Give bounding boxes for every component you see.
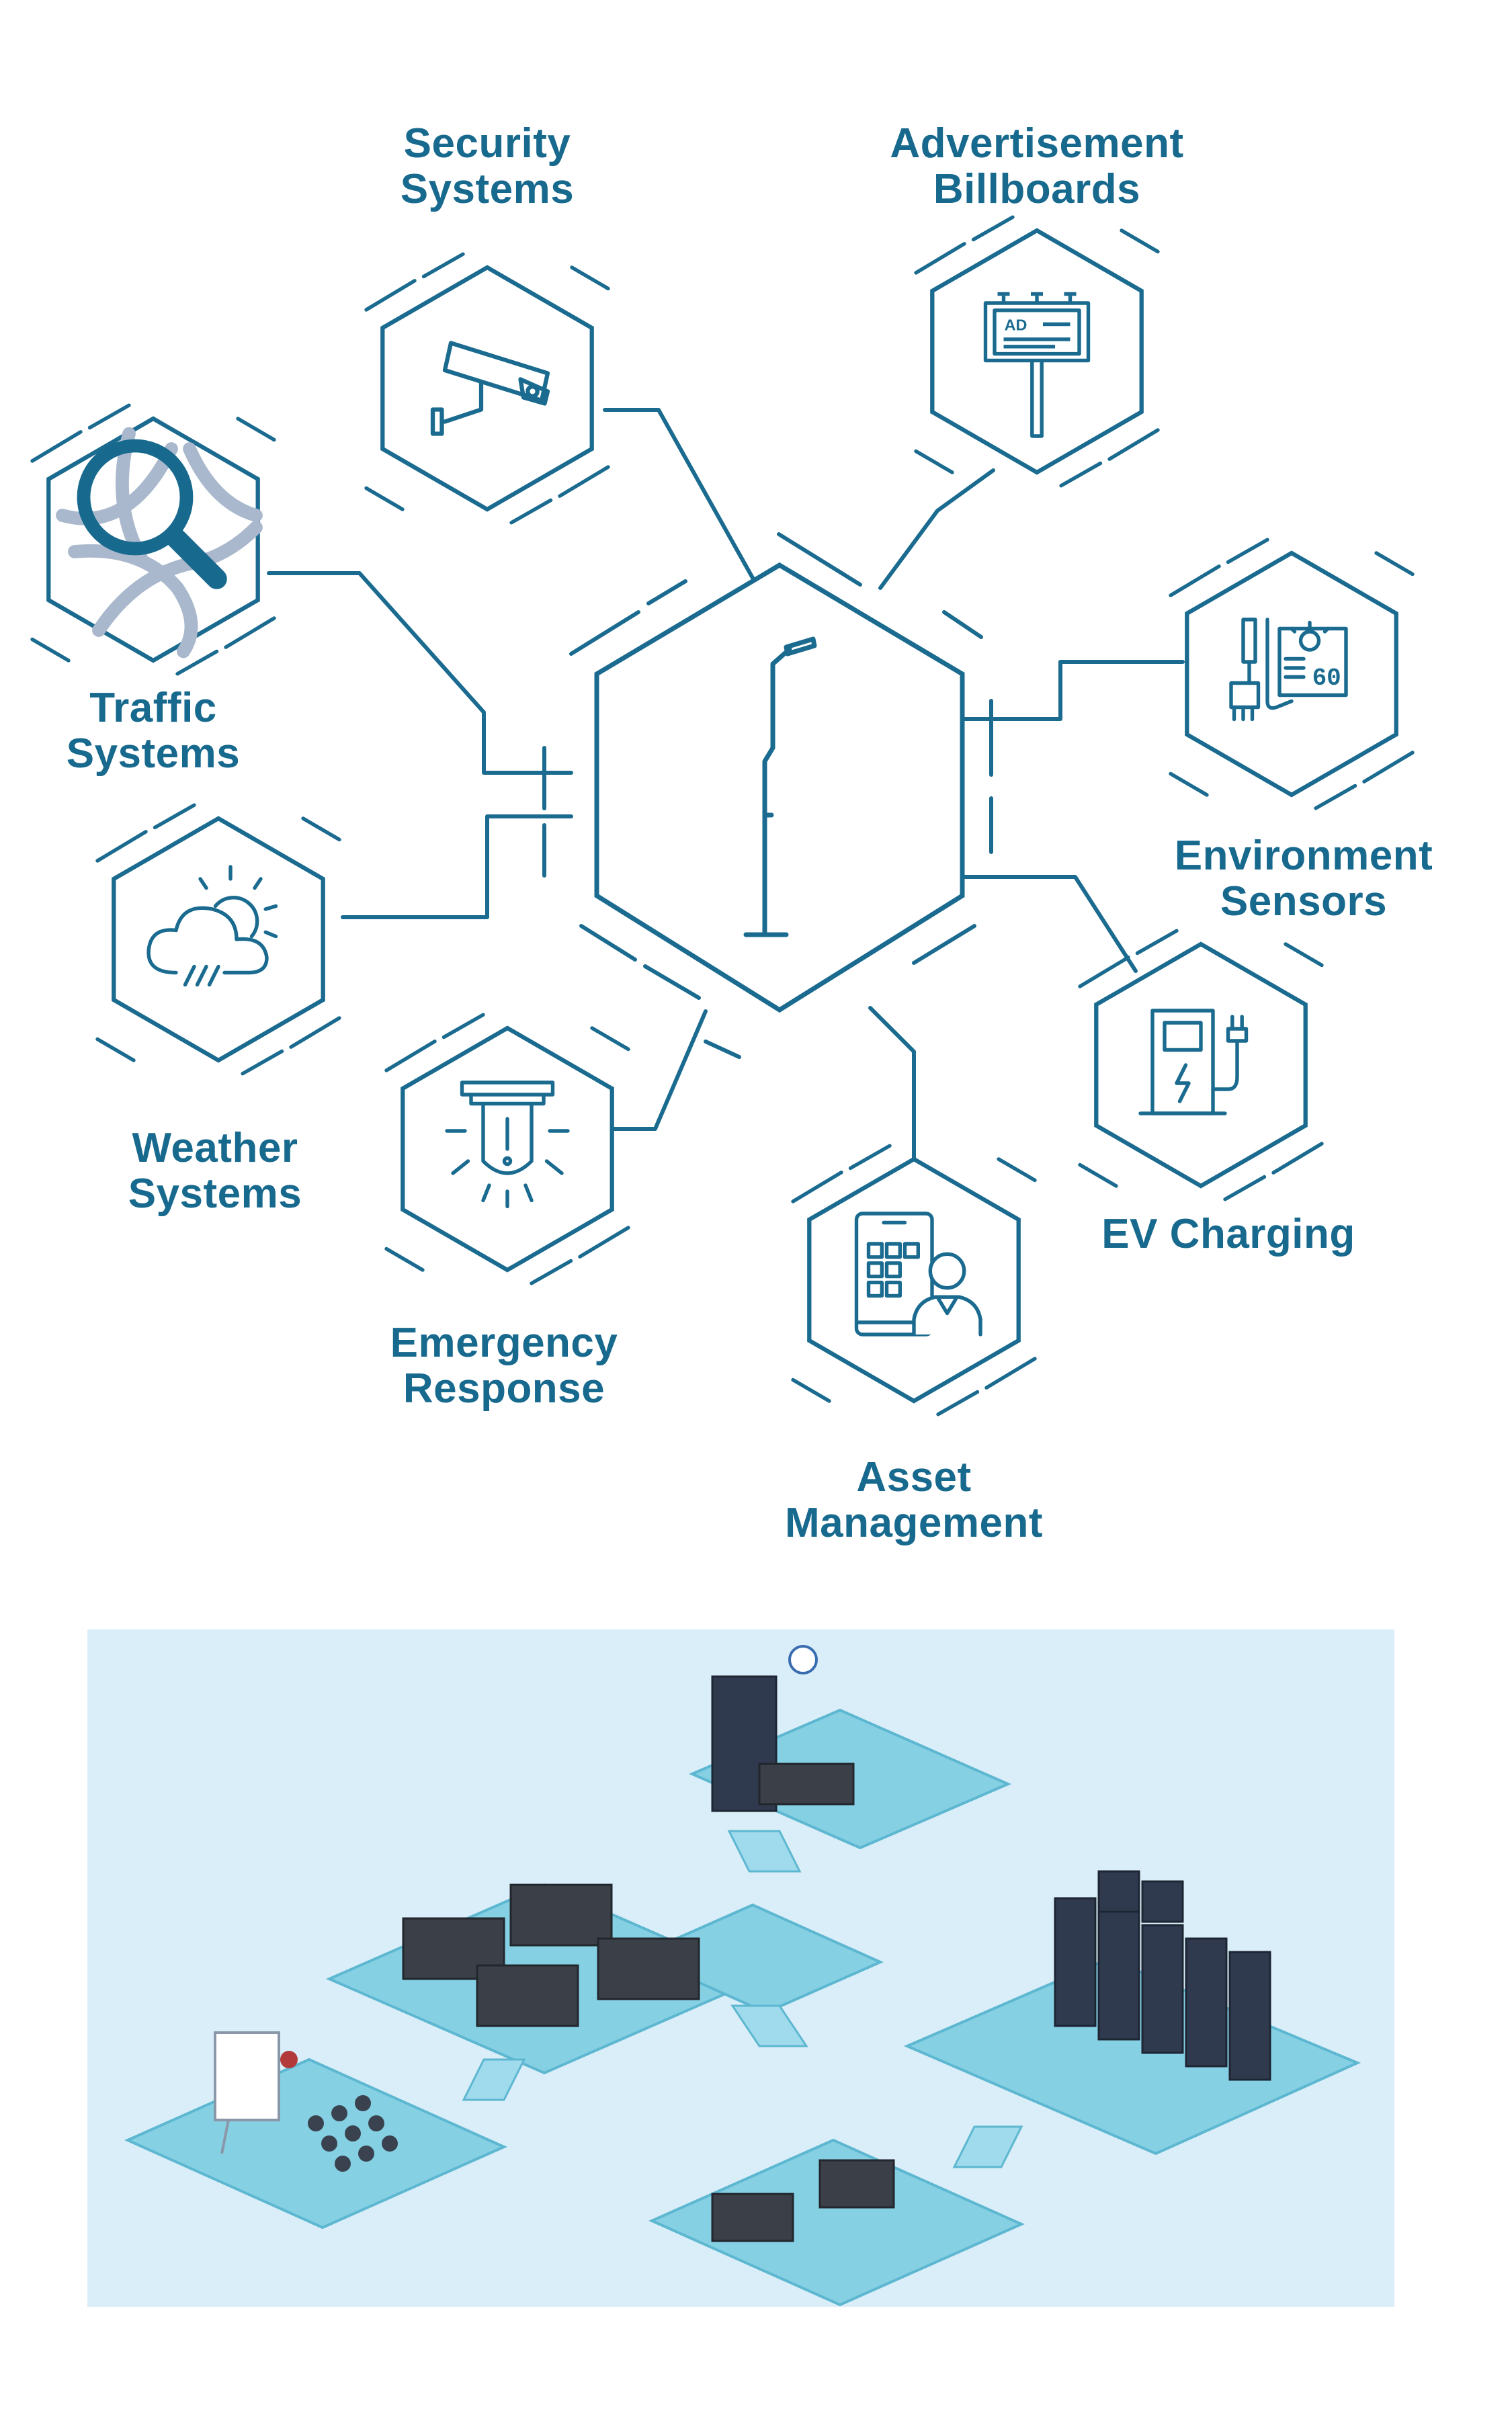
alarm-siren-icon (445, 1080, 570, 1209)
weather-cloud-sun-icon (146, 865, 278, 987)
isometric-office-illustration (124, 1645, 1361, 2307)
connector-lines (267, 408, 1185, 1171)
label-advert-line1: Advertisement (890, 120, 1184, 167)
label-security: Security Systems (312, 121, 662, 212)
label-asset-line1: Asset (856, 1454, 972, 1500)
connector-weather (341, 814, 573, 919)
hex-ev (1078, 929, 1324, 1201)
map-search-icon (56, 427, 263, 659)
connector-traffic (267, 571, 573, 775)
center-hexagon (542, 532, 993, 1059)
node-hexagons: AD (30, 215, 1415, 1416)
label-environment-line2: Sensors (1220, 878, 1388, 925)
label-traffic-line1: Traffic (89, 685, 217, 731)
label-security-line1: Security (403, 120, 571, 167)
connector-environment (959, 660, 1185, 721)
label-weather-line2: Systems (128, 1171, 302, 1217)
cctv-camera-icon (430, 341, 550, 436)
office-illustration-panel (87, 1629, 1394, 2307)
label-ev: EV Charging (1054, 1212, 1403, 1257)
hex-asset (791, 1144, 1037, 1416)
connector-ev (959, 875, 1138, 973)
connector-advert (878, 468, 995, 590)
office-cubicles (402, 1763, 895, 2242)
connector-security (603, 408, 755, 580)
label-asset-line2: Management (785, 1500, 1043, 1546)
label-traffic-line2: Systems (66, 730, 241, 777)
label-security-line2: Systems (400, 166, 575, 212)
ev-charger-icon (1138, 1009, 1249, 1115)
hex-environment: 60 (1169, 538, 1415, 810)
audience-people (280, 2051, 398, 2172)
wall-clock (788, 1645, 818, 1674)
hex-emergency (384, 1013, 630, 1285)
hex-security (364, 252, 610, 525)
tablet-user-icon (854, 1212, 982, 1337)
hex-weather (95, 803, 341, 1076)
connector-asset (868, 1006, 916, 1171)
label-weather-line1: Weather (132, 1125, 298, 1171)
street-lamp-icon (743, 636, 817, 937)
hex-traffic (30, 403, 276, 676)
presentation-board (214, 2031, 280, 2154)
server-racks (1054, 1870, 1271, 2081)
sensor-readout-text: 60 (1312, 665, 1341, 692)
label-environment: Environment Sensors (1129, 833, 1478, 925)
label-environment-line1: Environment (1174, 833, 1433, 879)
hex-advert: AD (914, 215, 1160, 488)
label-emergency-line2: Response (403, 1365, 605, 1412)
label-weather: Weather Systems (40, 1126, 390, 1217)
label-emergency-line1: Emergency (390, 1320, 618, 1366)
label-ev-line1: EV Charging (1101, 1211, 1355, 1257)
sensor-panel-icon: 60 (1229, 618, 1348, 722)
label-emergency: Emergency Response (329, 1320, 679, 1412)
label-traffic: Traffic Systems (0, 685, 328, 777)
billboard-ad-text: AD (1005, 316, 1027, 334)
label-advert-line2: Billboards (933, 166, 1141, 212)
connector-emergency (596, 1009, 708, 1131)
label-advert: Advertisement Billboards (862, 121, 1212, 212)
billboard-icon: AD (983, 292, 1091, 438)
label-asset: Asset Management (739, 1455, 1089, 1546)
